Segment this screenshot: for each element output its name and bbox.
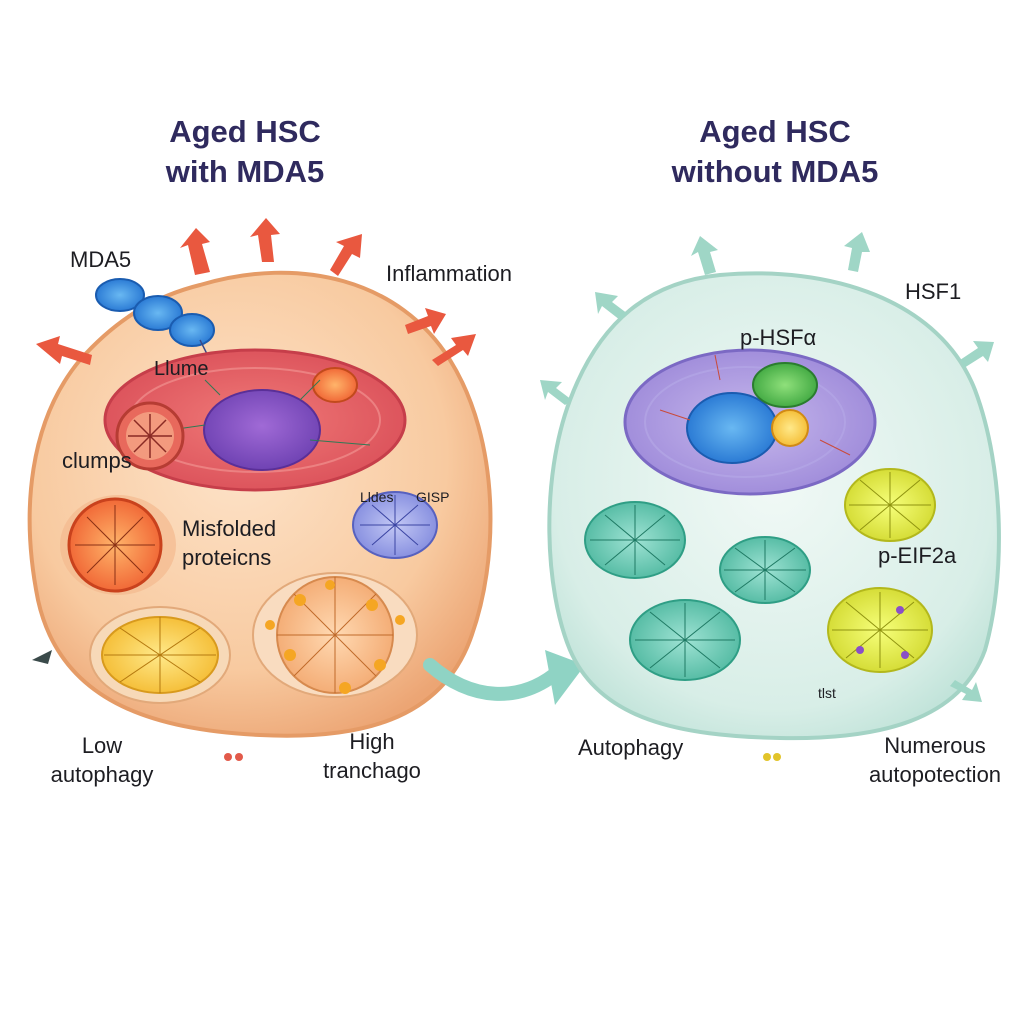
mda5-protein [95,278,231,401]
lime-organelle-2 [827,587,933,673]
inflammation-arrow-icon [36,336,92,365]
inflammation-arrows [36,218,476,366]
right-title-line-1: Aged HSC [699,114,851,149]
label-clumps: clumps [62,448,132,473]
label-p-hsf: p-HSFα [740,325,817,350]
inflammation-arrow-icon [250,218,280,262]
lysosome-organelle [352,491,438,559]
left-pin-icon [32,650,52,664]
left-cell [27,218,493,761]
high-autophagy-organelle [252,572,418,698]
left-panel-title: Aged HSC with MDA5 [130,112,360,192]
teal-organelle-2 [719,536,811,604]
label-misfolded-line-1: Misfolded [182,516,277,541]
mint-arrows [540,232,994,702]
inflammation-arrow-icon [432,334,476,366]
right-nucleus [623,348,877,496]
mint-arrow-icon [691,236,718,275]
inflammation-arrow-icon [330,234,362,276]
right-dots [763,753,781,761]
label-organelle-a: Lldes [360,489,394,505]
label-mda5: MDA5 [70,247,132,272]
label-numerous-line-2: autopotection [868,762,1002,787]
label-autophagy: Autophagy [578,735,684,760]
clumps-organelle [115,401,185,471]
inflammation-arrow-icon [405,308,446,334]
label-high-line-1: High [349,729,395,754]
label-nucleus: Llume [154,358,209,380]
label-tiny: tlst [818,685,836,701]
label-high-line-2: tranchago [323,758,421,783]
mint-arrow-icon [540,380,572,405]
mint-arrow-icon [595,292,628,320]
left-dots [224,753,243,761]
label-hsf1: HSF1 [905,279,962,304]
right-cell [540,232,1001,761]
teal-organelle-1 [584,501,686,579]
label-low-autophagy-line-1: Low [81,733,123,758]
mint-arrow-icon [844,232,870,272]
label-organelle-b: GISP [416,489,450,505]
label-misfolded-line-2: proteicns [182,545,272,570]
label-low-autophagy-line-2: autophagy [50,762,154,787]
misfolded-organelle [60,495,176,595]
right-panel-title: Aged HSC without MDA5 [640,112,910,192]
mint-arrow-icon [960,341,994,368]
lime-organelle-1 [844,468,936,542]
label-inflammation: Inflammation [386,261,512,286]
low-autophagy-organelle [89,606,231,704]
label-numerous-line-1: Numerous [884,733,986,758]
left-title-line-2: with MDA5 [165,154,325,189]
left-title-line-1: Aged HSC [169,114,321,149]
label-p-eif2a: p-EIF2a [878,543,957,568]
teal-organelle-3 [629,599,741,681]
inflammation-arrow-icon [180,228,210,275]
mint-arrow-icon [950,680,982,702]
right-title-line-2: without MDA5 [671,154,879,189]
